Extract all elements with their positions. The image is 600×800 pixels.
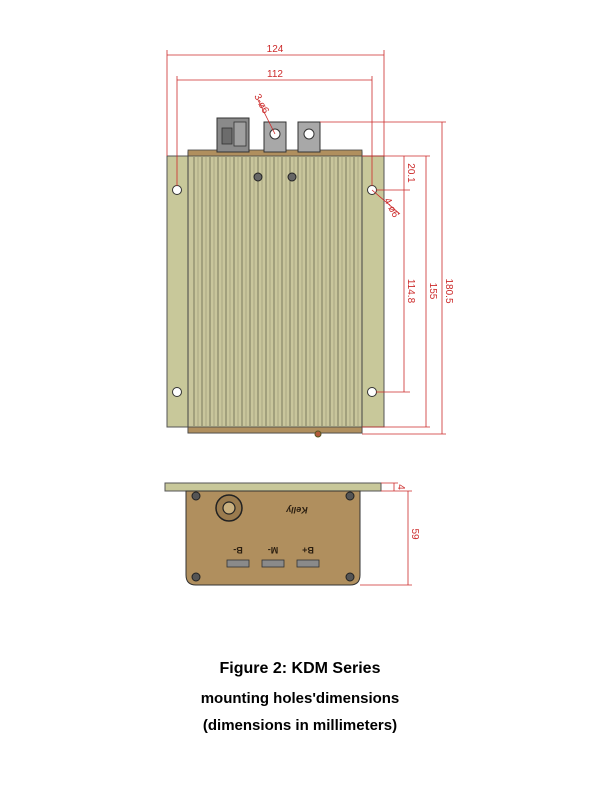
side-screw-bottom-right (345, 572, 355, 582)
side-screw-top-right (345, 491, 355, 501)
figure-subtitle: mounting holes'dimensions (200, 690, 400, 707)
terminal-label-b-minus: B- (233, 545, 243, 555)
mounting-hole-top-left (172, 185, 182, 195)
mounting-hole-bottom-left (172, 387, 182, 397)
side-screw-bottom-left (191, 572, 201, 582)
dim-terminal-holes: 3-ø6 (251, 92, 271, 116)
brand-logo-text: Kelly (285, 505, 308, 515)
brand-logo: Kelly (285, 505, 308, 515)
cover-screw-left (253, 172, 263, 182)
terminal-label-b-plus: B+ (302, 545, 314, 555)
dim-side-body-height: 59 (409, 528, 420, 540)
bottom-stud (314, 430, 322, 438)
dim-hole-spacing-width: 112 (267, 69, 283, 80)
dimension-lines-top (166, 50, 446, 435)
terminal-slot-m-minus (261, 559, 285, 568)
connector-housing (233, 121, 247, 147)
side-flange (164, 482, 382, 492)
connector-latch (221, 127, 233, 145)
round-connector-core (222, 501, 236, 515)
heatsink-body (187, 151, 363, 434)
mounting-hole-bottom-right (367, 387, 377, 397)
figure-title: Figure 2: KDM Series (219, 660, 381, 677)
side-screw-top-left (191, 491, 201, 501)
top-view: 124 112 3-ø6 4-ø6 20.1 114.8 155 180.5 (166, 44, 454, 438)
side-housing (185, 490, 361, 586)
dim-hole-spacing-height: 114.8 (405, 279, 416, 304)
figure-units-note: (dimensions in millimeters) (202, 717, 398, 734)
terminal-hole-2 (303, 128, 315, 140)
heatsink-fins (193, 157, 359, 426)
dim-body-height: 155 (427, 283, 438, 300)
cover-screw-right (287, 172, 297, 182)
side-view: Kelly B- M- B+ 4 59 (164, 482, 420, 586)
terminal-slot-b-minus (226, 559, 250, 568)
dim-overall-width: 124 (267, 44, 284, 55)
terminal-slot-b-plus (296, 559, 320, 568)
terminal-label-m-minus: M- (268, 545, 279, 555)
dim-overall-height: 180.5 (443, 278, 454, 303)
dimension-lines-side (360, 482, 412, 586)
heatsink-bottom-cap (187, 426, 363, 434)
dim-hole-offset-top: 20.1 (405, 163, 416, 183)
dim-flange-thickness: 4 (395, 484, 406, 490)
